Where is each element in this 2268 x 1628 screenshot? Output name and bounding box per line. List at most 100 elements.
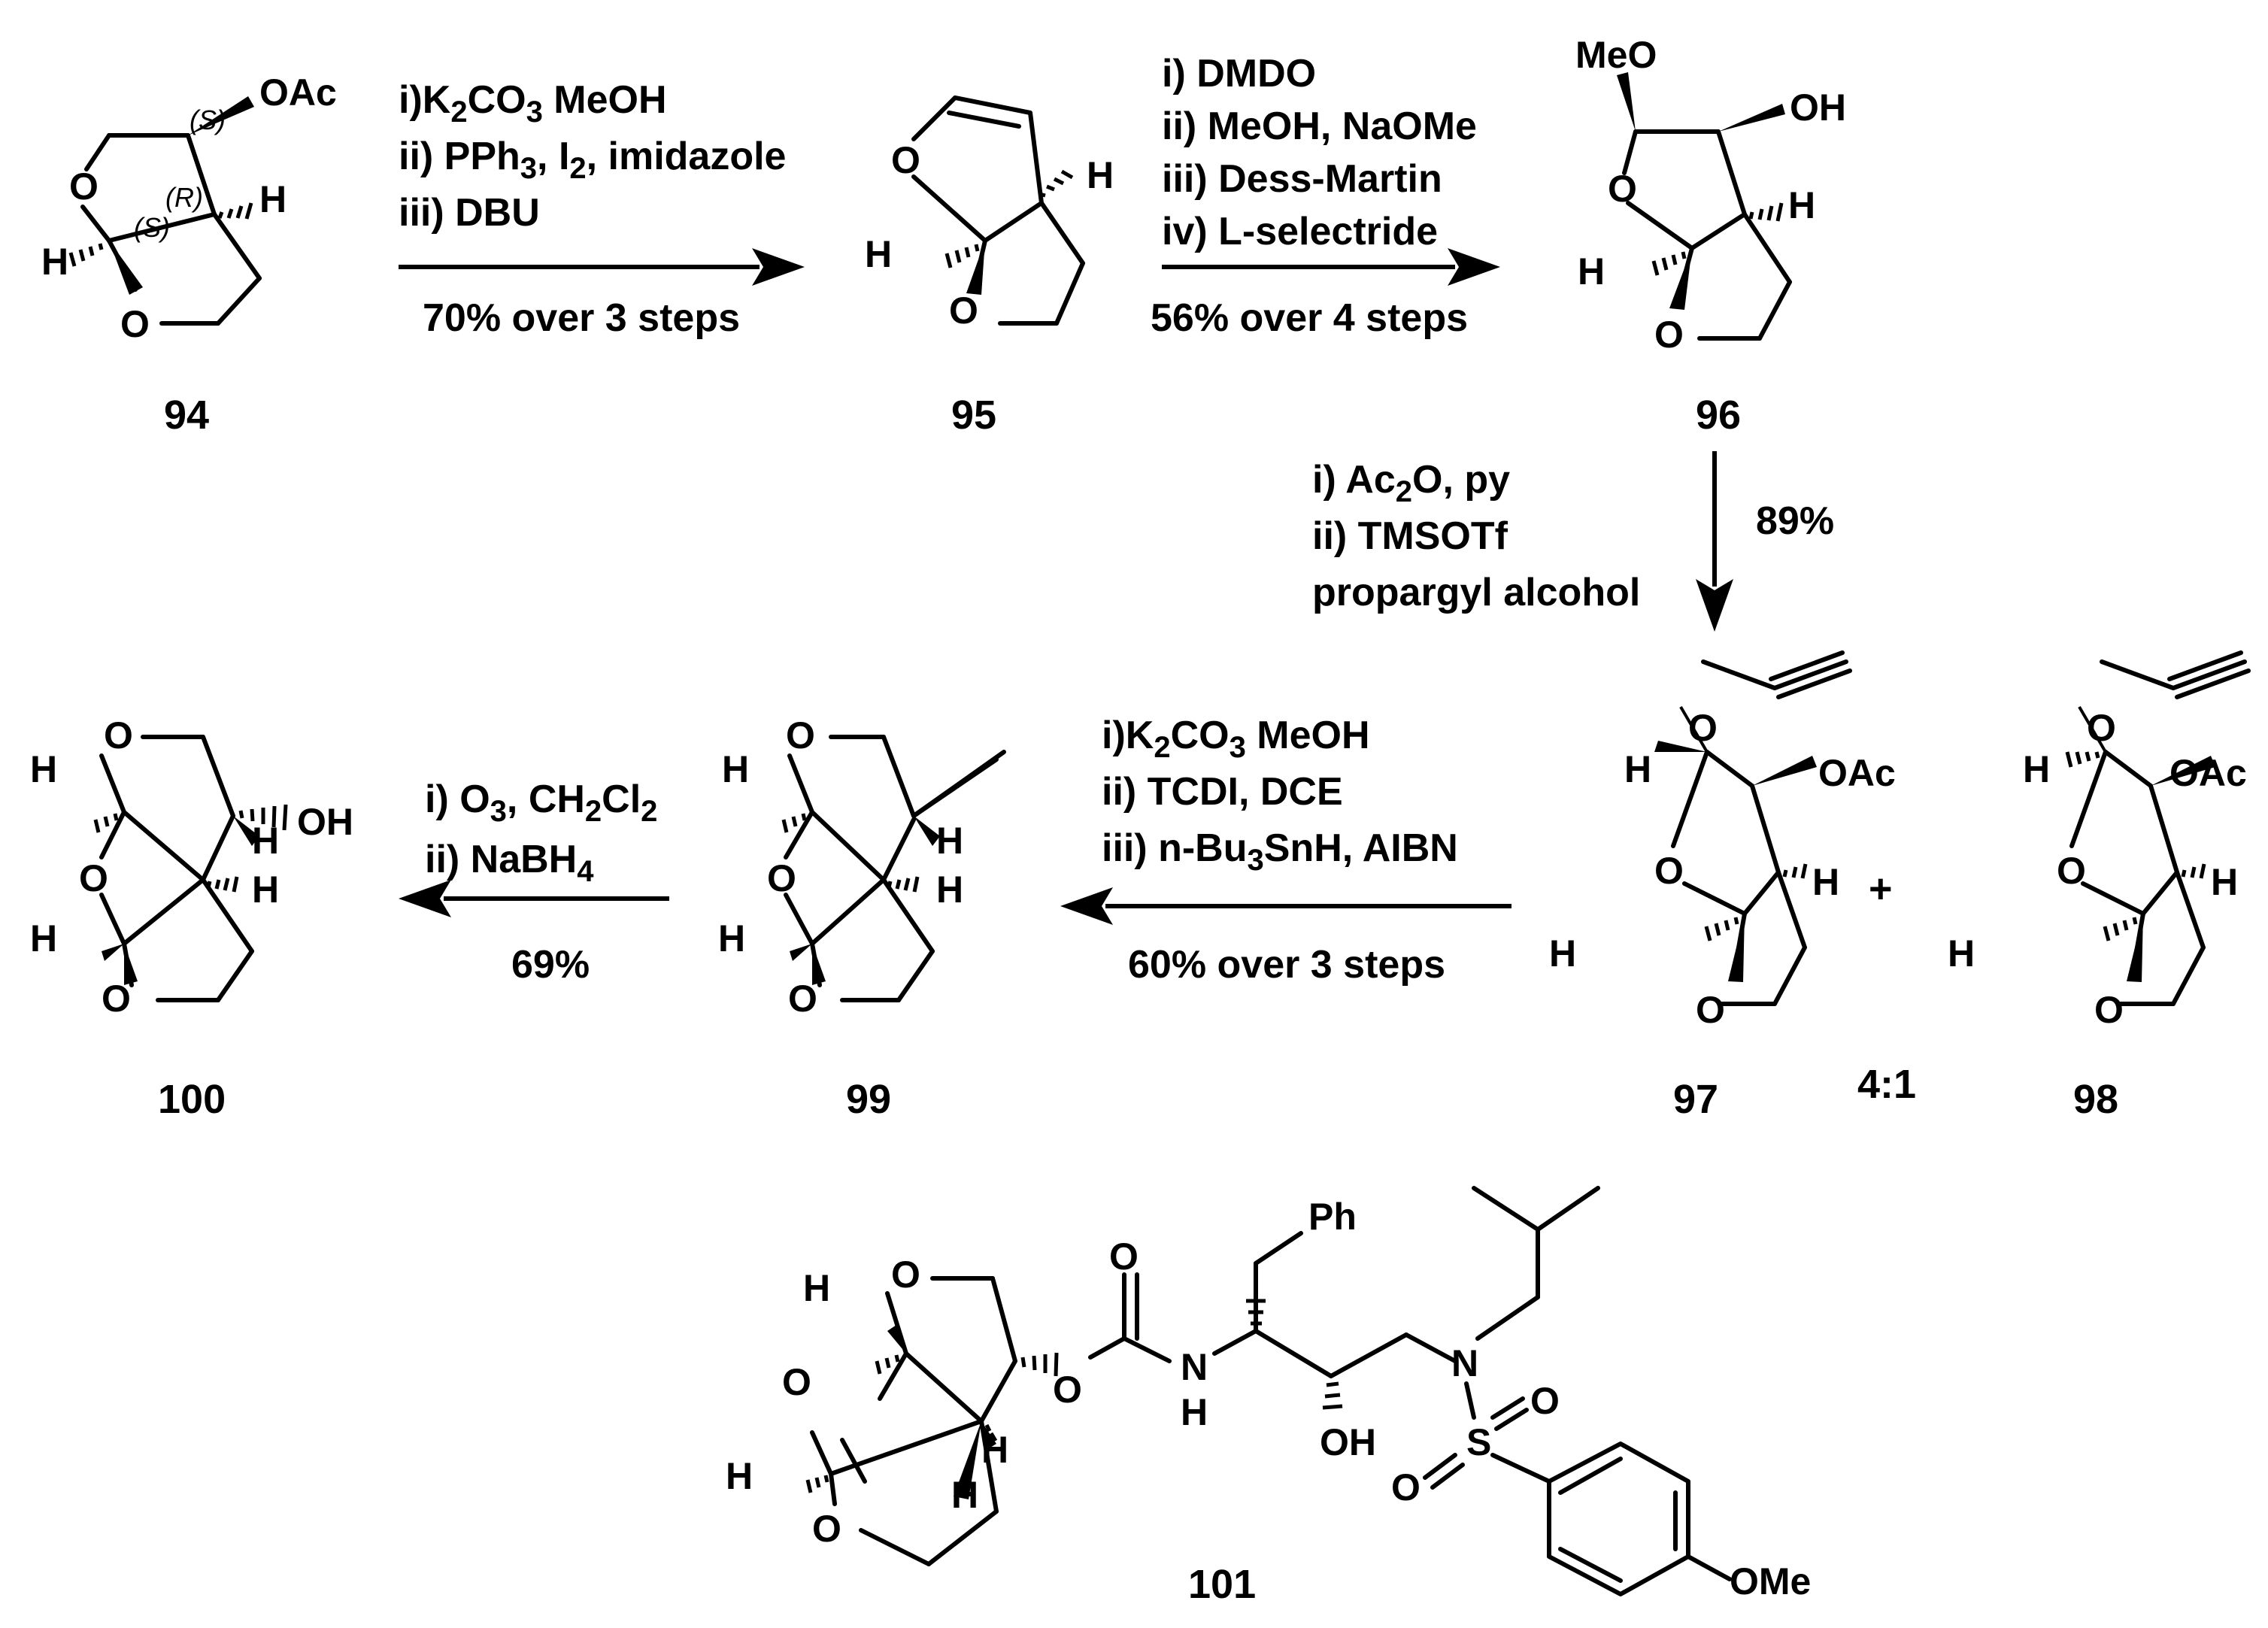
oxygen-99b: O bbox=[767, 857, 796, 899]
compound-label-98: 98 bbox=[2073, 1077, 2118, 1122]
hydrogen-100d: H bbox=[30, 917, 57, 960]
nitrogen-101b: N bbox=[1451, 1342, 1478, 1384]
compound-label-100: 100 bbox=[158, 1077, 226, 1122]
oxygen-94a: O bbox=[69, 165, 99, 208]
reaction-arrow-4: i)K2CO3 MeOH ii) TCDI, DCE iii) n-Bu3SnH… bbox=[1060, 714, 1511, 987]
oxygen-96b: O bbox=[1654, 314, 1684, 356]
hydrogen-99c: H bbox=[936, 869, 963, 911]
plus-sign: + bbox=[1869, 866, 1893, 911]
hydrogen-95a: H bbox=[1087, 154, 1114, 196]
compound-label-95: 95 bbox=[951, 393, 996, 438]
oxygen-101b: O bbox=[782, 1361, 811, 1403]
oxygen-95a: O bbox=[891, 139, 920, 181]
oxygen-101c: O bbox=[812, 1508, 841, 1550]
compound-label-96: 96 bbox=[1696, 393, 1741, 438]
oxygen-96a: O bbox=[1608, 168, 1637, 210]
reaction-1-yield: 70% over 3 steps bbox=[423, 296, 740, 340]
phenyl-101: Ph bbox=[1308, 1196, 1357, 1238]
hydrogen-101c: H bbox=[726, 1455, 753, 1497]
oxygen-97b: O bbox=[1654, 850, 1684, 892]
oxygen-101a: O bbox=[891, 1254, 920, 1296]
reaction-2-yield: 56% over 4 steps bbox=[1151, 296, 1468, 340]
oxygen-99a: O bbox=[786, 714, 815, 756]
oxygen-97c: O bbox=[1696, 989, 1725, 1031]
hydrogen-96a: H bbox=[1788, 184, 1815, 226]
oxygen-100a: O bbox=[104, 714, 133, 756]
reaction-arrow-5: i) O3, CH2Cl2 ii) NaBH4 69% bbox=[399, 778, 669, 987]
oxygen-97a: O bbox=[1688, 707, 1718, 749]
nitrogen-101a: N bbox=[1181, 1346, 1208, 1388]
compound-label-97: 97 bbox=[1673, 1077, 1718, 1122]
hydrogen-101a: H bbox=[803, 1267, 830, 1309]
hydrogen-97a: H bbox=[1624, 748, 1651, 790]
reaction-2-step2: ii) MeOH, NaOMe bbox=[1162, 105, 1477, 148]
reaction-1-step3: iii) DBU bbox=[399, 191, 540, 235]
compound-label-101: 101 bbox=[1188, 1562, 1256, 1607]
compound-99: O H H O H H O 99 bbox=[718, 714, 1006, 1122]
svg-text:iii) n-Bu3SnH, AIBN: iii) n-Bu3SnH, AIBN bbox=[1102, 826, 1458, 877]
hydrogen-99a: H bbox=[722, 748, 749, 790]
hydrogen-100b: H bbox=[252, 820, 279, 862]
sulfur-101: S bbox=[1466, 1421, 1491, 1463]
hydrogen-98b: H bbox=[2211, 861, 2238, 903]
acetate-94: OAc bbox=[259, 71, 337, 114]
oxygen-98a: O bbox=[2087, 707, 2116, 749]
stereo-s-94a: (S) bbox=[190, 105, 226, 135]
svg-text:i) Ac2O, py: i) Ac2O, py bbox=[1312, 458, 1510, 508]
reaction-3-step3: propargyl alcohol bbox=[1312, 571, 1640, 614]
reaction-5-yield: 69% bbox=[511, 943, 590, 987]
oxygen-100b: O bbox=[79, 857, 108, 899]
oxygen-100c: O bbox=[102, 978, 131, 1020]
compound-94: OAc O H H O (S) (R) (S) 94 bbox=[41, 71, 337, 438]
reaction-arrow-3: i) Ac2O, py ii) TMSOTf propargyl alcohol… bbox=[1312, 451, 1834, 632]
compound-96: MeO OH O H H O 96 bbox=[1575, 34, 1846, 438]
methoxy-96: MeO bbox=[1575, 34, 1657, 76]
compound-101: O H O H H H O O O N H Ph OH N S O O OMe … bbox=[726, 1186, 1811, 1607]
compound-label-99: 99 bbox=[846, 1077, 891, 1122]
compound-98: O H OAc O H H O 98 bbox=[1948, 650, 2251, 1122]
oxygen-101d: O bbox=[1053, 1369, 1082, 1411]
isomer-ratio: 4:1 bbox=[1857, 1062, 1916, 1107]
reaction-2-step3: iii) Dess-Martin bbox=[1162, 157, 1442, 201]
hydroxy-96: OH bbox=[1790, 86, 1846, 129]
svg-text:ii) PPh3, I2, imidazole: ii) PPh3, I2, imidazole bbox=[399, 135, 786, 185]
stereo-r-94: (R) bbox=[165, 182, 203, 213]
oxygen-94b: O bbox=[120, 303, 150, 345]
oxygen-101e: O bbox=[1109, 1235, 1139, 1278]
hydrogen-95b: H bbox=[865, 233, 892, 275]
oxygen-99c: O bbox=[788, 978, 817, 1020]
methoxy-101: OMe bbox=[1730, 1560, 1811, 1602]
acetate-98: OAc bbox=[2169, 752, 2247, 794]
compound-100: O OH H H O H H O 100 bbox=[30, 714, 353, 1122]
oxygen-95b: O bbox=[949, 290, 978, 332]
hydrogen-100a: H bbox=[30, 748, 57, 790]
svg-text:i) O3, CH2Cl2: i) O3, CH2Cl2 bbox=[425, 778, 657, 828]
oxygen-101f: O bbox=[1530, 1380, 1560, 1422]
hydrogen-101e: H bbox=[1181, 1391, 1208, 1433]
hydrogen-101d: H bbox=[951, 1474, 978, 1516]
reaction-arrow-2: i) DMDO ii) MeOH, NaOMe iii) Dess-Martin… bbox=[1151, 52, 1500, 340]
hydrogen-98a: H bbox=[2023, 748, 2050, 790]
oxygen-98b: O bbox=[2057, 850, 2086, 892]
svg-text:ii) NaBH4: ii) NaBH4 bbox=[425, 838, 594, 888]
compound-97: O H OAc O H H O 97 bbox=[1549, 650, 1896, 1122]
hydrogen-94b: H bbox=[41, 241, 68, 283]
hydrogen-101b: H bbox=[981, 1429, 1008, 1471]
hydrogen-94a: H bbox=[259, 178, 287, 220]
reaction-arrow-1: i)K2CO3 MeOH ii) PPh3, I2, imidazole iii… bbox=[399, 78, 805, 340]
hydrogen-98c: H bbox=[1948, 932, 1975, 975]
reaction-2-step4: iv) L-selectride bbox=[1162, 210, 1438, 253]
compound-label-94: 94 bbox=[164, 393, 209, 438]
hydrogen-100c: H bbox=[252, 869, 279, 911]
hydrogen-99d: H bbox=[718, 917, 745, 960]
oxygen-101g: O bbox=[1391, 1466, 1421, 1508]
svg-text:i)K2CO3 MeOH: i)K2CO3 MeOH bbox=[1102, 714, 1370, 764]
compound-95: O H H O 95 bbox=[865, 95, 1114, 438]
hydrogen-97c: H bbox=[1549, 932, 1576, 975]
reaction-3-step2: ii) TMSOTf bbox=[1312, 514, 1508, 558]
oxygen-98c: O bbox=[2094, 989, 2124, 1031]
reaction-4-yield: 60% over 3 steps bbox=[1128, 943, 1445, 987]
svg-text:i)K2CO3 MeOH: i)K2CO3 MeOH bbox=[399, 78, 667, 129]
hydrogen-97b: H bbox=[1812, 861, 1839, 903]
